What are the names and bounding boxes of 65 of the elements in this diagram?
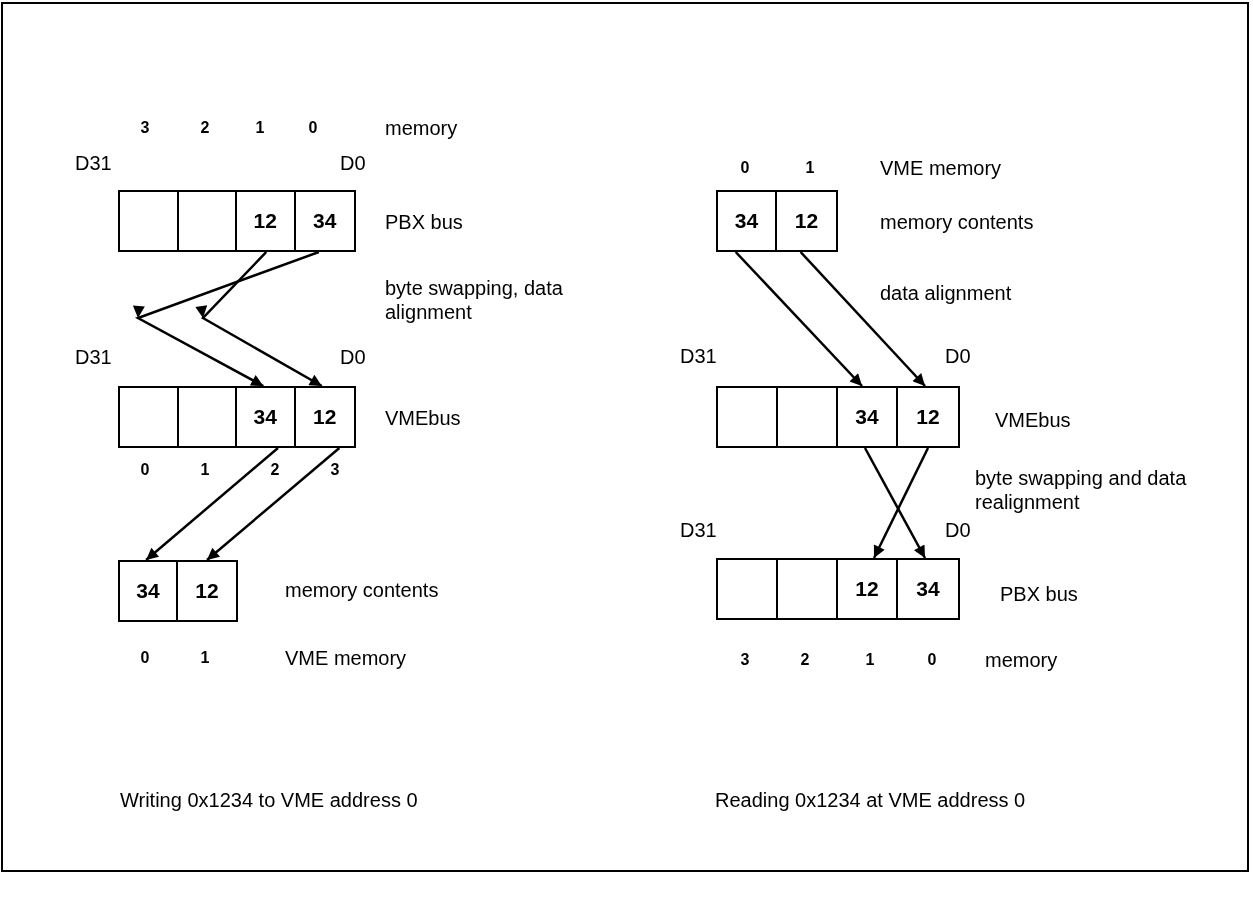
text-label: D31 — [680, 344, 717, 368]
byte-value: 12 — [253, 209, 277, 233]
text-label: data alignment — [880, 281, 1012, 305]
operation-note: byte swapping and data realignment — [975, 466, 1188, 514]
register-box — [118, 560, 238, 622]
byte-value: 34 — [253, 405, 277, 429]
arrow — [133, 250, 320, 388]
arrow — [195, 251, 323, 388]
register-caption: memory contents — [285, 578, 439, 602]
byte-index: 0 — [307, 118, 319, 138]
text-label: VME memory — [285, 646, 407, 670]
byte-index: 0 — [139, 460, 151, 480]
byte-index: 0 — [926, 650, 938, 670]
register-caption: PBX bus — [1000, 582, 1078, 606]
text-label: D0 — [945, 344, 971, 368]
arrow — [863, 447, 927, 559]
byte-value: 34 — [136, 579, 160, 603]
byte-value: 34 — [916, 577, 940, 601]
register-box — [716, 190, 838, 252]
text-label: memory — [385, 116, 458, 140]
register-caption: PBX bus — [385, 210, 463, 234]
arrow — [206, 447, 341, 561]
register-box — [118, 386, 356, 448]
arrow — [872, 447, 930, 559]
register-box — [716, 386, 960, 448]
byte-index: 1 — [864, 650, 876, 670]
register-caption: memory contents — [880, 210, 1034, 234]
byte-value: 12 — [855, 577, 879, 601]
register-box — [118, 190, 356, 252]
arrow — [145, 447, 279, 561]
byte-index: 1 — [804, 158, 816, 178]
byte-index: 0 — [739, 158, 751, 178]
register-box — [716, 558, 960, 620]
text-label: D31 — [75, 345, 112, 369]
byte-index: 3 — [329, 460, 341, 480]
arrow — [799, 251, 926, 387]
text-label: D0 — [340, 345, 366, 369]
text-label: D31 — [75, 151, 112, 175]
register-caption: VMEbus — [995, 408, 1071, 432]
text-label: Reading 0x1234 at VME address 0 — [715, 788, 1026, 812]
byte-index: 2 — [269, 460, 281, 480]
byte-value: 34 — [734, 209, 759, 233]
byte-value: 12 — [195, 579, 219, 603]
register-caption: VMEbus — [385, 406, 461, 430]
byte-index: 2 — [199, 118, 211, 138]
byte-value: 34 — [313, 209, 337, 233]
arrow — [734, 251, 863, 387]
byte-value: 12 — [916, 405, 940, 429]
byte-value: 12 — [794, 209, 819, 233]
byte-index: 0 — [139, 648, 151, 668]
text-label: VME memory — [880, 156, 1002, 180]
byte-index: 3 — [139, 118, 151, 138]
text-label: D31 — [680, 518, 717, 542]
text-label: Writing 0x1234 to VME address 0 — [120, 788, 418, 812]
text-label: D0 — [945, 518, 971, 542]
operation-note: byte swapping, data alignment — [385, 276, 564, 324]
byte-index: 1 — [199, 648, 211, 668]
byte-value: 12 — [313, 405, 337, 429]
byte-index: 1 — [199, 460, 211, 480]
text-label: D0 — [340, 151, 366, 175]
byte-index: 3 — [739, 650, 751, 670]
byte-value: 34 — [855, 405, 879, 429]
text-label: memory — [985, 648, 1058, 672]
byte-index: 1 — [254, 118, 266, 138]
byte-index: 2 — [799, 650, 811, 670]
